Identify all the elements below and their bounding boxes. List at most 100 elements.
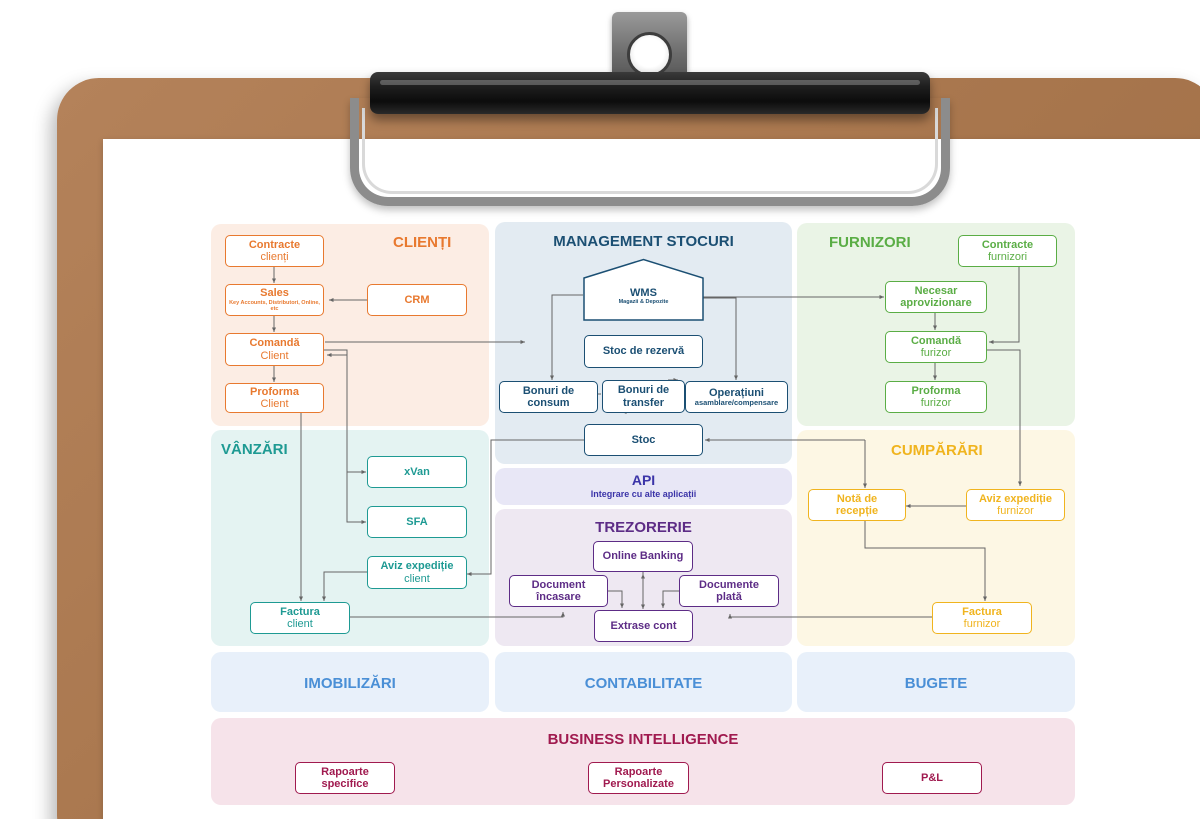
wms-house-shape: [583, 258, 704, 321]
box-line-2: specifice: [321, 778, 369, 790]
factura-client-box[interactable]: Factura client: [250, 602, 350, 634]
stoc-de-rezerva-box[interactable]: Stoc de rezervă: [584, 335, 703, 368]
box-line-2: recepție: [835, 505, 879, 517]
documente-plata-box[interactable]: Documente plată: [679, 575, 779, 607]
contracte-clienti-box[interactable]: Contracte clienți: [225, 235, 324, 267]
panel-contabilitate: [495, 652, 792, 712]
vanzari-title: VÂNZĂRI: [221, 441, 288, 458]
box-title: Proforma: [911, 384, 961, 397]
aviz-expeditie-furnizor-box[interactable]: Aviz expediție furnizor: [966, 489, 1065, 521]
trezorerie-title: TREZORERIE: [595, 519, 692, 536]
nota-receptie-box[interactable]: Notă de recepție: [808, 489, 906, 521]
sfa-box[interactable]: SFA: [367, 506, 467, 538]
panel-imobilizari: [211, 652, 489, 712]
clip-bar-shine: [380, 80, 920, 85]
comanda-furnizor-box[interactable]: Comandă furizor: [885, 331, 987, 363]
box-subtitle: asamblare/compensare: [694, 397, 779, 407]
box-line-1: Documente: [699, 578, 759, 591]
box-title: Comandă: [910, 334, 962, 347]
clip-wire: [350, 98, 950, 206]
box-title: Factura: [280, 605, 320, 618]
box-subtitle: furizor: [920, 397, 952, 409]
box-title: Aviz expediție: [380, 560, 454, 573]
box-title: Proforma: [250, 385, 299, 398]
aviz-expeditie-client-box[interactable]: Aviz expediție client: [367, 556, 467, 589]
rapoarte-personalizate-box[interactable]: Rapoarte Personalizate: [588, 762, 689, 794]
comanda-client-box[interactable]: Comandă Client: [225, 333, 324, 366]
wms-label[interactable]: WMS Magazii & Depozite: [583, 278, 704, 314]
box-line-2: plată: [716, 591, 742, 603]
box-line-1: Rapoarte: [614, 765, 663, 778]
contabilitate-label[interactable]: CONTABILITATE: [584, 675, 703, 692]
xvan-box[interactable]: xVan: [367, 456, 467, 488]
sales-box[interactable]: Sales Key Accounts, Distributori, Online…: [225, 284, 324, 316]
box-title: CRM: [404, 293, 430, 306]
clip-bar: [370, 72, 930, 114]
necesar-aprovizionare-box[interactable]: Necesar aprovizionare: [885, 281, 987, 313]
bi-title: BUSINESS INTELLIGENCE: [547, 731, 739, 748]
box-line-1: Notă de: [836, 492, 878, 505]
box-line-1: Bonuri de: [522, 384, 575, 397]
box-title: Online Banking: [602, 550, 684, 563]
api-title: API: [631, 472, 656, 488]
box-subtitle: Client: [260, 349, 289, 362]
box-line-2: Personalizate: [603, 778, 674, 790]
box-subtitle: furnizor: [963, 618, 1001, 630]
box-line-2: transfer: [623, 396, 664, 409]
imobilizari-label[interactable]: IMOBILIZĂRI: [304, 675, 396, 692]
box-title: xVan: [404, 465, 430, 478]
box-subtitle: furnizor: [997, 505, 1034, 517]
clip-hole: [627, 32, 672, 77]
clienti-title: CLIENȚI: [393, 234, 452, 251]
box-subtitle: Key Accounts, Distributori, Online, etc: [229, 299, 320, 313]
factura-furnizor-box[interactable]: Factura furnizor: [932, 602, 1032, 634]
box-title: Factura: [962, 605, 1002, 618]
box-line-1: Necesar: [914, 284, 958, 297]
box-title: Stoc: [631, 433, 656, 446]
box-line-2: consum: [527, 397, 570, 409]
box-title: Contracte: [248, 238, 301, 251]
box-subtitle: client: [287, 618, 313, 630]
extrase-cont-box[interactable]: Extrase cont: [594, 610, 693, 642]
api-subtitle: Integrare cu alte aplicații: [590, 489, 697, 499]
box-subtitle: Client: [260, 398, 289, 410]
stocuri-title: MANAGEMENT STOCURI: [553, 233, 734, 250]
furnizori-title: FURNIZORI: [829, 234, 911, 251]
rapoarte-specifice-box[interactable]: Rapoarte specifice: [295, 762, 395, 794]
pl-box[interactable]: P&L: [882, 762, 982, 794]
box-title: Stoc de rezervă: [602, 345, 685, 358]
box-title: Extrase cont: [610, 619, 677, 632]
bugete-label[interactable]: BUGETE: [904, 675, 968, 692]
clip-wire-highlight: [362, 108, 938, 194]
box-line-1: Document: [531, 578, 586, 591]
online-banking-box[interactable]: Online Banking: [593, 541, 693, 572]
box-title: Aviz expediție: [979, 492, 1052, 505]
box-title: Contracte: [981, 238, 1034, 251]
crm-box[interactable]: CRM: [367, 284, 467, 316]
box-line-1: Bonuri de: [617, 384, 670, 397]
box-title: SFA: [406, 515, 428, 528]
box-title: Comandă: [249, 337, 300, 350]
box-title: P&L: [921, 771, 943, 784]
box-subtitle: Magazii & Depozite: [618, 298, 669, 305]
box-subtitle: furizor: [920, 347, 952, 359]
box-line-1: Rapoarte: [321, 765, 369, 778]
box-title: WMS: [630, 286, 657, 299]
box-subtitle: client: [404, 572, 430, 585]
box-subtitle: clienți: [260, 251, 289, 263]
bonuri-transfer-box[interactable]: Bonuri de transfer: [602, 380, 685, 413]
panel-bugete: [797, 652, 1075, 712]
contracte-furnizori-box[interactable]: Contracte furnizori: [958, 235, 1057, 267]
box-title: Sales: [260, 287, 289, 300]
box-line-2: încasare: [536, 591, 581, 603]
stoc-box[interactable]: Stoc: [584, 424, 703, 456]
box-line-2: aprovizionare: [900, 297, 972, 309]
bonuri-consum-box[interactable]: Bonuri de consum: [499, 381, 598, 413]
proforma-client-box[interactable]: Proforma Client: [225, 383, 324, 413]
operatiuni-box[interactable]: Operațiuni asamblare/compensare: [685, 381, 788, 413]
proforma-furnizor-box[interactable]: Proforma furizor: [885, 381, 987, 413]
box-title: Operațiuni: [708, 386, 764, 399]
cumparari-title: CUMPĂRĂRI: [891, 442, 983, 459]
box-subtitle: furnizori: [987, 251, 1028, 263]
document-incasare-box[interactable]: Document încasare: [509, 575, 608, 607]
